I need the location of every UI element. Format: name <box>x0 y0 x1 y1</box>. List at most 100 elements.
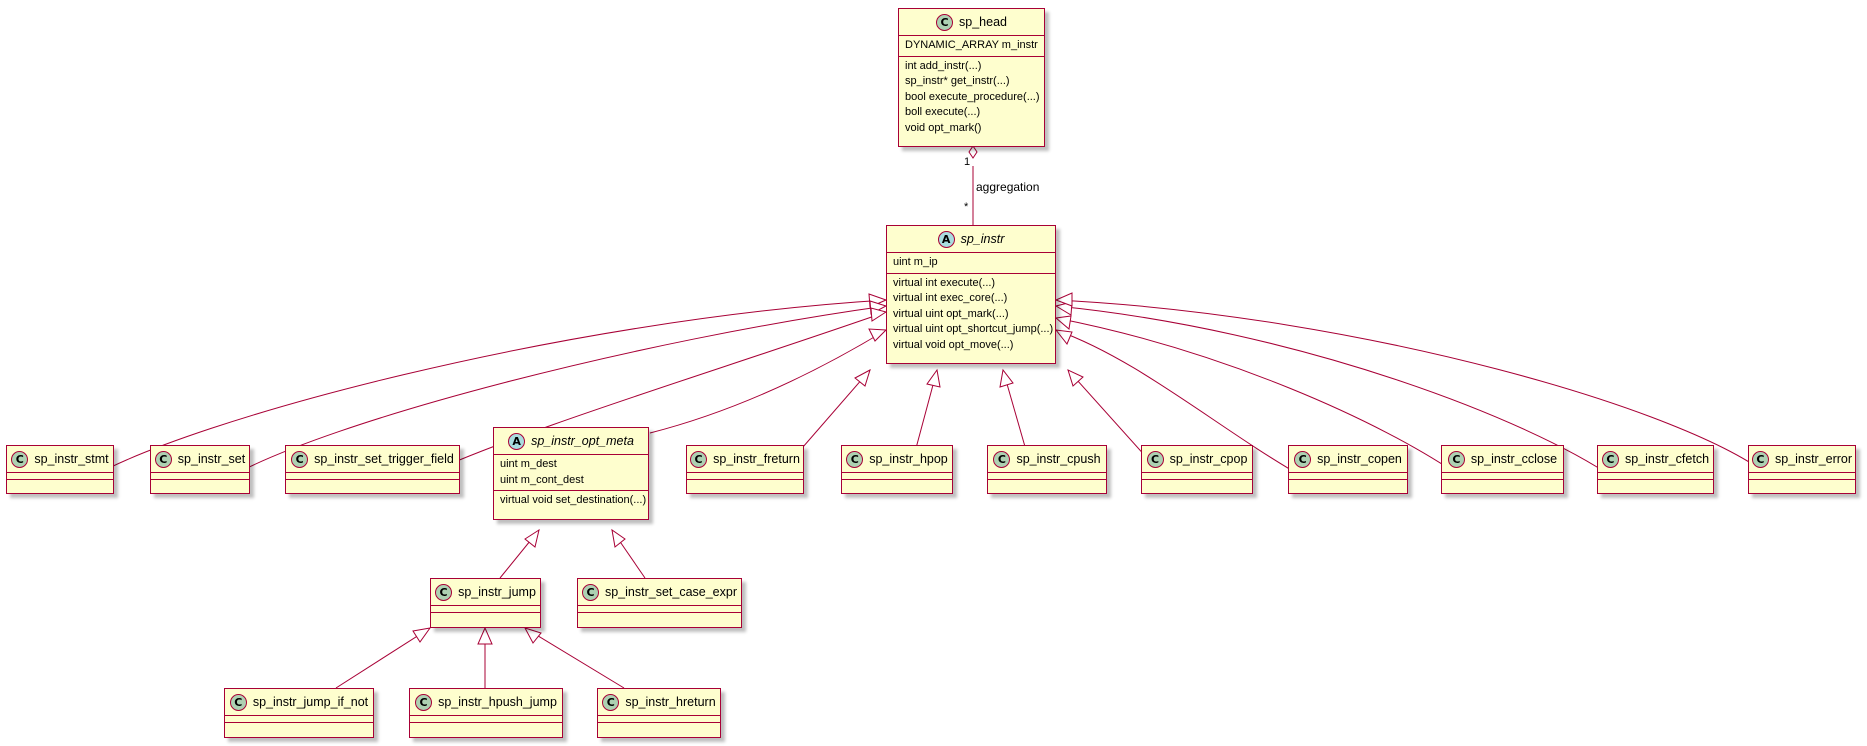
class-fields: DYNAMIC_ARRAY m_instr <box>899 35 1044 56</box>
abstract-badge-icon: A <box>937 230 955 248</box>
edge-sp-instr-stmt <box>89 299 887 479</box>
class-badge-icon: C <box>936 13 954 31</box>
method: virtual int exec_core(...) <box>893 292 1008 304</box>
aggregation-to-multiplicity: * <box>964 201 969 213</box>
class-badge-icon: C <box>993 450 1011 468</box>
class-methods: int add_instr(...) sp_instr* get_instr(.… <box>899 55 1044 139</box>
method: bool execute_procedure(...) <box>905 90 1040 103</box>
method: virtual uint opt_mark(...) <box>893 307 1009 320</box>
class-name: sp_instr_opt_meta <box>531 434 634 448</box>
method: int add_instr(...) <box>905 59 982 72</box>
class-fields: uint m_ip <box>887 252 1055 273</box>
class-name: sp_head <box>959 15 1007 29</box>
edge-sp-instr-jump-if-not <box>335 627 431 689</box>
class-name: sp_instr_jump_if_not <box>252 695 369 709</box>
edge-sp-instr-cfetch <box>1055 305 1615 479</box>
aggregation-diamond <box>968 145 978 159</box>
class-badge-icon: C <box>415 693 433 711</box>
edge-sp-instr-set-trigger-field <box>417 311 887 479</box>
class-name: sp_instr_cpush <box>1016 452 1101 466</box>
method: void opt_mark() <box>905 121 982 134</box>
field: uint m_ip <box>893 256 938 268</box>
arrowhead-hreturn <box>523 627 542 644</box>
class-name: sp_instr_cpop <box>1169 452 1248 466</box>
class-badge-icon: C <box>602 693 620 711</box>
method: virtual void opt_move(...) <box>893 338 1014 351</box>
class-name: sp_instr_cclose <box>1470 452 1558 466</box>
arrowhead-set-trigger-field <box>870 307 888 322</box>
field: uint m_cont_dest <box>500 473 584 486</box>
arrowhead-cfetch <box>1054 301 1073 316</box>
class-badge-icon: C <box>291 450 309 468</box>
class-name: sp_instr_freturn <box>713 452 800 466</box>
method: sp_instr* get_instr(...) <box>905 75 1010 87</box>
class-name: sp_instr_copen <box>1317 452 1402 466</box>
class-badge-icon: C <box>690 450 708 468</box>
arrowhead-jump-if-not <box>412 627 432 643</box>
arrowhead-hpush-jump <box>477 626 493 645</box>
class-badge-icon: C <box>11 450 29 468</box>
arrowhead-set-case-expr <box>611 528 626 548</box>
method: boll execute(...) <box>905 106 981 118</box>
arrowhead-jump <box>524 528 540 548</box>
class-name: sp_instr_hpush_jump <box>438 695 557 709</box>
class-name: sp_instr_hreturn <box>625 695 716 709</box>
class-name: sp_instr_stmt <box>34 452 109 466</box>
arrowhead-freturn <box>854 368 871 387</box>
class-name: sp_instr_jump <box>458 585 536 599</box>
method: virtual int execute(...) <box>893 276 996 289</box>
class-badge-icon: C <box>1601 450 1619 468</box>
class-badge-icon: C <box>154 450 172 468</box>
class-name: sp_instr <box>960 232 1005 246</box>
class-name: sp_instr_hpop <box>869 452 948 466</box>
abstract-badge-icon: A <box>508 432 526 450</box>
field: DYNAMIC_ARRAY m_instr <box>905 39 1038 51</box>
class-methods: virtual void set_destination(...) <box>494 490 648 511</box>
aggregation-from-multiplicity: 1 <box>964 156 971 168</box>
method: virtual uint opt_shortcut_jump(...) <box>893 323 1054 335</box>
class-name: sp_instr_cfetch <box>1624 452 1710 466</box>
class-methods: virtual int execute(...) virtual int exe… <box>887 272 1055 356</box>
arrowhead-cpush <box>999 368 1014 388</box>
class-badge-icon: C <box>581 583 599 601</box>
arrowhead-cclose <box>1054 315 1072 330</box>
class-badge-icon: C <box>1751 450 1769 468</box>
class-badge-icon: C <box>1146 450 1164 468</box>
arrowhead-opt-meta <box>868 328 888 342</box>
class-name: sp_instr_set_trigger_field <box>314 452 454 466</box>
class-badge-icon: C <box>846 450 864 468</box>
arrowhead-hpop <box>926 368 941 388</box>
class-name: sp_instr_set_case_expr <box>604 585 738 599</box>
aggregation-label: aggregation <box>976 180 1040 194</box>
edge-sp-instr-cclose <box>1055 317 1464 479</box>
class-badge-icon: C <box>229 693 247 711</box>
edge-sp-instr-opt-meta <box>649 329 887 434</box>
edge-sp-instr-copen <box>1055 329 1306 479</box>
class-badge-icon: C <box>1447 450 1465 468</box>
method: virtual void set_destination(...) <box>500 494 647 506</box>
class-fields: uint m_dest uint m_cont_dest <box>494 454 648 490</box>
class-name: sp_instr_error <box>1774 452 1853 466</box>
arrowhead-copen <box>1054 329 1073 345</box>
arrowhead-error <box>1054 292 1073 307</box>
class-name: sp_instr_set <box>177 452 246 466</box>
arrowhead-cpop <box>1067 369 1084 387</box>
